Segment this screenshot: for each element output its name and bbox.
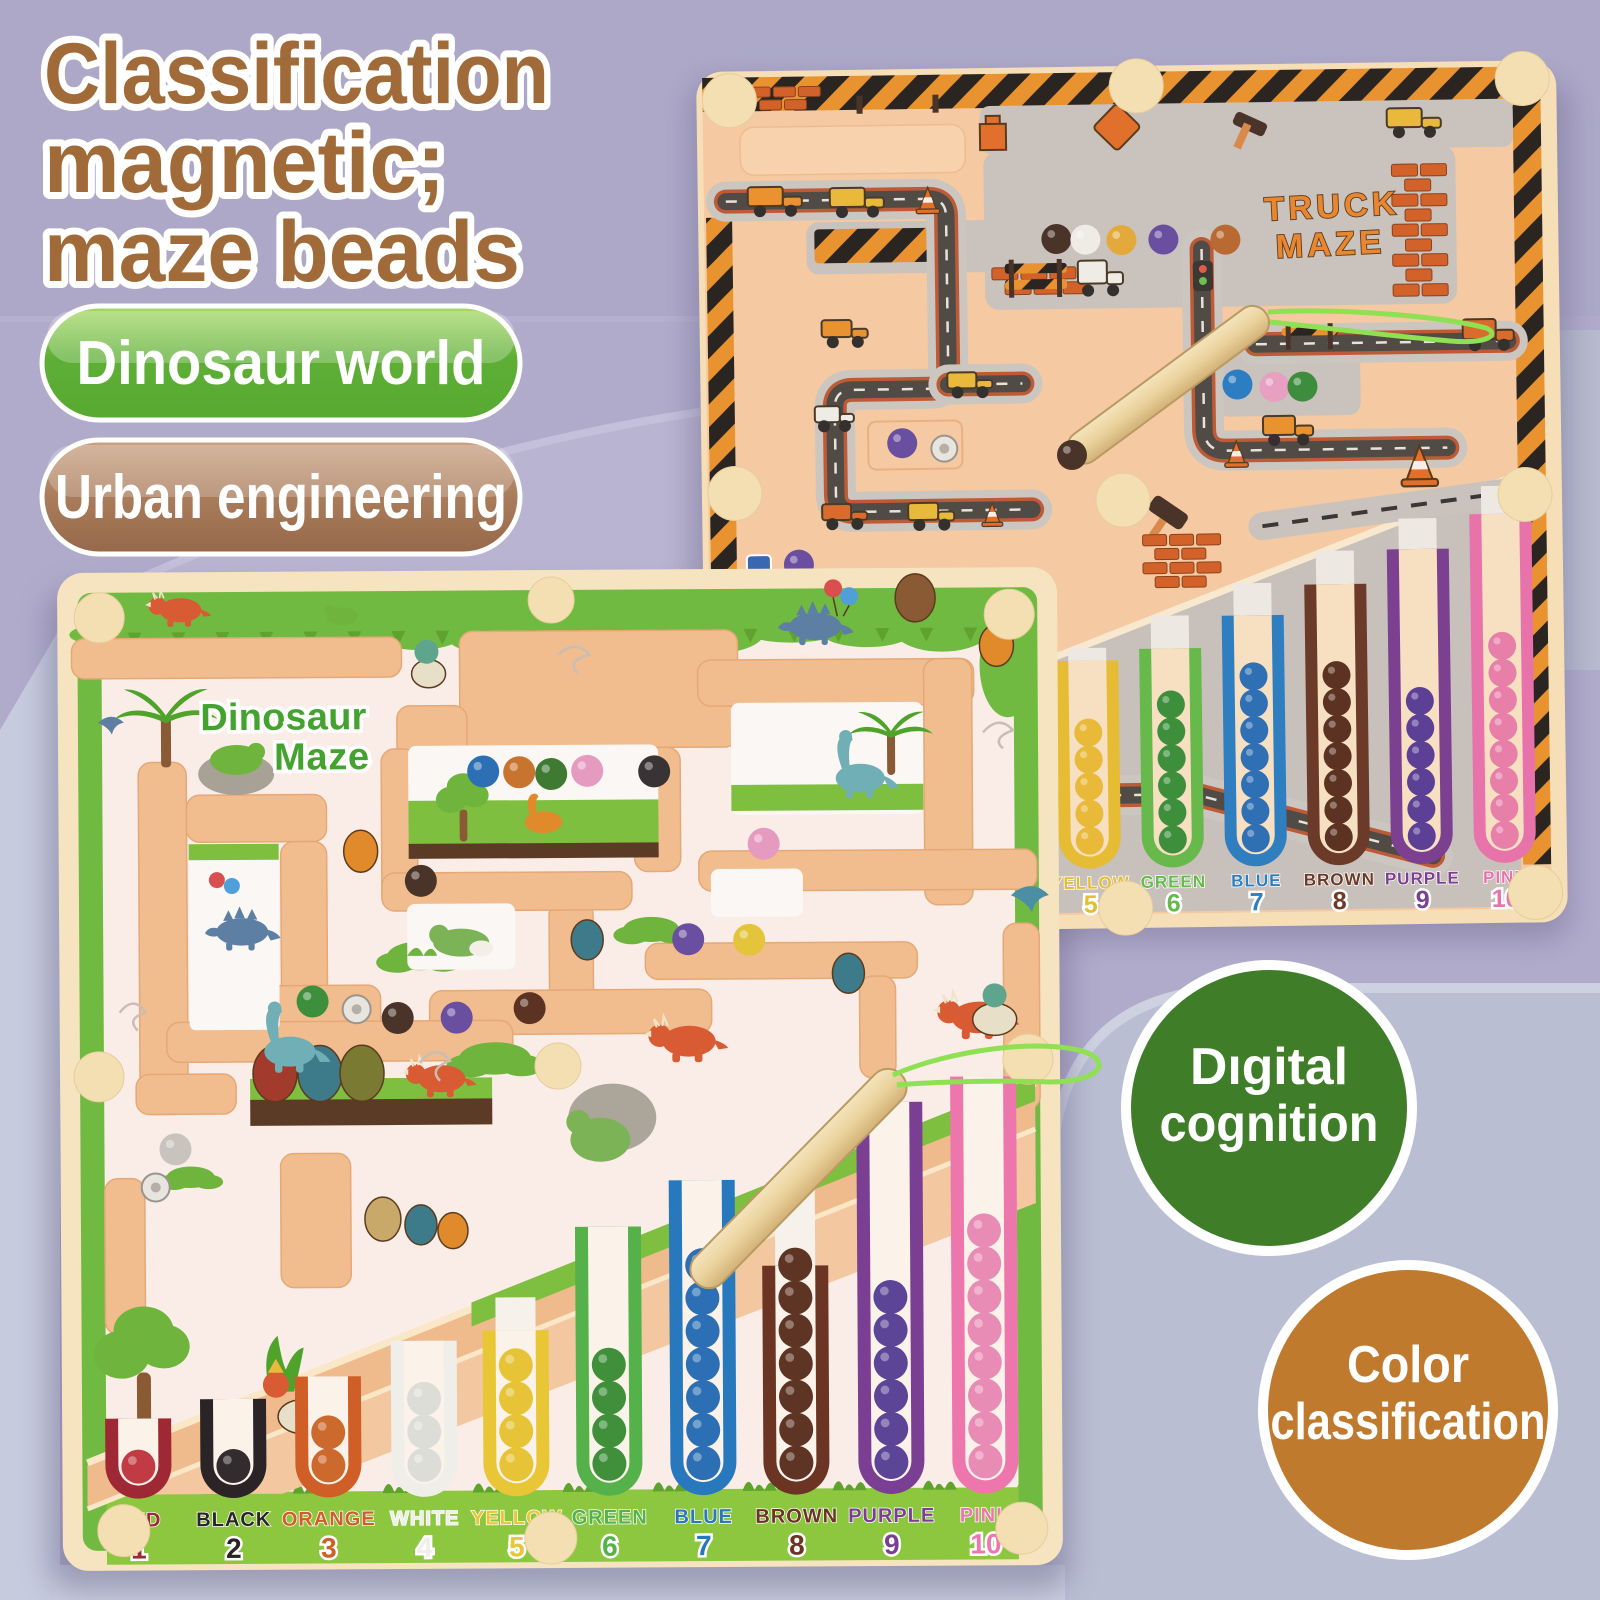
svg-text:BROWN: BROWN [1304,870,1375,890]
svg-text:GREEN: GREEN [572,1506,648,1528]
svg-text:7: 7 [696,1530,712,1561]
svg-text:Dinosaur world: Dinosaur world [77,329,486,398]
svg-text:BROWN: BROWN [755,1505,838,1528]
svg-text:Color: Color [1347,1336,1469,1394]
svg-text:Dıgital: Dıgital [1190,1038,1348,1096]
svg-text:5: 5 [509,1531,525,1562]
svg-text:magnetic;: magnetic; [44,115,445,211]
svg-text:PURPLE: PURPLE [1385,868,1460,888]
svg-text:maze beads: maze beads [44,204,520,300]
svg-text:2: 2 [226,1533,242,1564]
svg-text:5: 5 [1084,891,1098,919]
svg-text:WHITE: WHITE [390,1508,460,1530]
svg-text:10: 10 [1492,885,1520,913]
svg-text:8: 8 [789,1530,805,1561]
svg-text:4: 4 [417,1532,433,1563]
svg-text:ORANGE: ORANGE [282,1508,376,1531]
svg-text:BLUE: BLUE [1231,871,1282,891]
svg-text:Dinosaur: Dinosaur [200,696,367,739]
svg-text:BLACK: BLACK [196,1509,271,1531]
svg-text:Maze: Maze [274,736,370,779]
svg-text:Classification: Classification [44,26,549,122]
svg-text:cognition: cognition [1160,1095,1379,1153]
svg-text:BLUE: BLUE [674,1506,733,1528]
svg-text:7: 7 [1250,888,1264,916]
svg-text:classification: classification [1271,1393,1546,1451]
svg-text:6: 6 [602,1531,618,1562]
svg-text:Urban engineering: Urban engineering [55,463,507,532]
svg-text:TRUCK: TRUCK [1263,184,1400,228]
svg-text:3: 3 [321,1532,337,1563]
svg-text:MAZE: MAZE [1275,223,1386,265]
svg-text:9: 9 [884,1529,900,1560]
svg-text:GREEN: GREEN [1141,872,1207,892]
svg-text:6: 6 [1167,889,1181,917]
svg-text:PURPLE: PURPLE [848,1505,935,1528]
svg-text:8: 8 [1333,887,1347,915]
svg-text:9: 9 [1416,886,1430,914]
